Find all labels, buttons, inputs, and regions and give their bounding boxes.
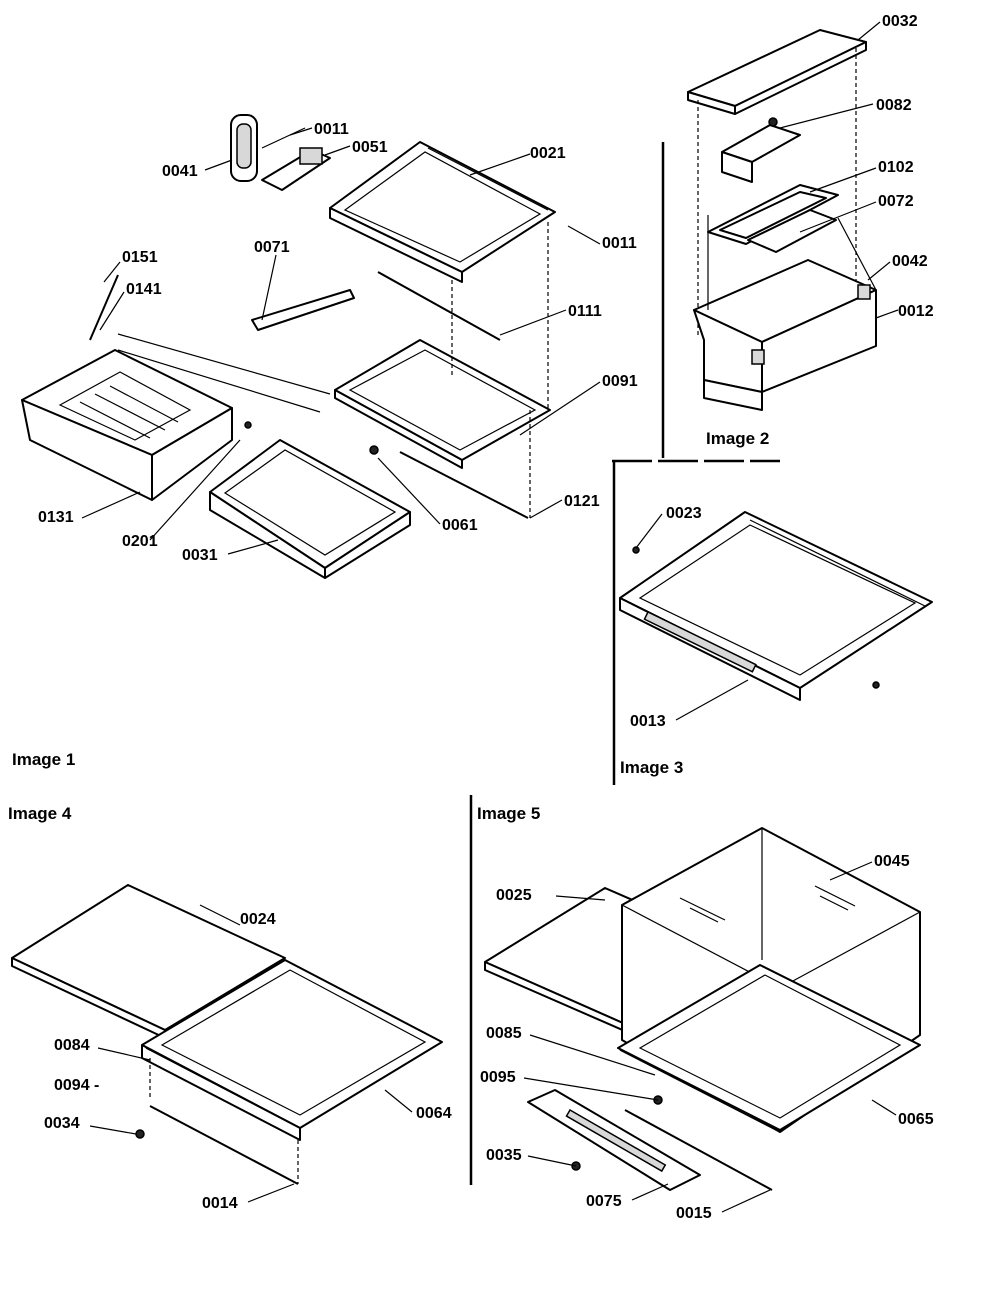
crisper-cover — [687, 29, 867, 107]
caption-image3: Image 3 — [620, 758, 683, 777]
label-0141: 0141 — [126, 281, 162, 298]
label-0031: 0031 — [182, 547, 218, 564]
image5-rail — [624, 1109, 773, 1191]
label-0084: 0084 — [54, 1037, 90, 1054]
label-0012: 0012 — [898, 303, 934, 320]
image1-group — [21, 114, 556, 579]
label-0041: 0041 — [162, 163, 198, 180]
drawer-rail — [399, 451, 529, 519]
label-0024: 0024 — [240, 911, 276, 928]
label-0051-top: 0051 — [352, 139, 388, 156]
label-0021: 0021 — [530, 145, 566, 162]
caption-image2: Image 2 — [706, 429, 769, 448]
image-captions: Image 1 Image 2 Image 3 Image 4 Image 5 — [8, 429, 769, 823]
label-0094: 0094 - — [54, 1077, 99, 1094]
label-0032: 0032 — [882, 13, 918, 30]
label-0065: 0065 — [898, 1111, 934, 1128]
image3-group — [619, 511, 933, 701]
label-0085: 0085 — [486, 1025, 522, 1042]
caption-image1: Image 1 — [12, 750, 75, 769]
label-0095: 0095 — [480, 1069, 516, 1086]
image3-shelf — [619, 511, 933, 689]
drawer-divider — [89, 274, 119, 341]
bin-tray — [747, 209, 837, 253]
label-0131: 0131 — [38, 509, 74, 526]
label-0015: 0015 — [676, 1205, 712, 1222]
label-0075: 0075 — [586, 1193, 622, 1210]
label-0034: 0034 — [44, 1115, 80, 1132]
label-0072: 0072 — [878, 193, 914, 210]
glass-panel — [251, 289, 355, 331]
label-0121: 0121 — [564, 493, 600, 510]
label-0091: 0091 — [602, 373, 638, 390]
label-0151: 0151 — [122, 249, 158, 266]
label-0011-right: 0011 — [602, 235, 637, 252]
label-0045: 0045 — [874, 853, 910, 870]
image5-group — [484, 827, 921, 1191]
label-0011-top: 0011 — [314, 121, 349, 138]
label-0013: 0013 — [630, 713, 666, 730]
label-0025: 0025 — [496, 887, 532, 904]
label-0071: 0071 — [254, 239, 290, 256]
image4-rail — [149, 1105, 299, 1185]
caption-image5: Image 5 — [477, 804, 540, 823]
caption-image4: Image 4 — [8, 804, 72, 823]
label-0014: 0014 — [202, 1195, 238, 1212]
label-0064: 0064 — [416, 1105, 452, 1122]
label-0111: 0111 — [568, 303, 602, 320]
label-0035: 0035 — [486, 1147, 522, 1164]
leader-lines — [81, 21, 899, 1213]
label-0023: 0023 — [666, 505, 702, 522]
shelf-rail — [377, 271, 501, 341]
part-labels: 0032 0082 0102 0072 0042 0012 0011 0051 … — [38, 13, 934, 1222]
label-0201: 0201 — [122, 533, 158, 550]
image4-group — [11, 884, 443, 1185]
label-0042: 0042 — [892, 253, 928, 270]
image2-group — [687, 29, 877, 411]
label-0082: 0082 — [876, 97, 912, 114]
label-0102: 0102 — [878, 159, 914, 176]
label-0061: 0061 — [442, 517, 478, 534]
